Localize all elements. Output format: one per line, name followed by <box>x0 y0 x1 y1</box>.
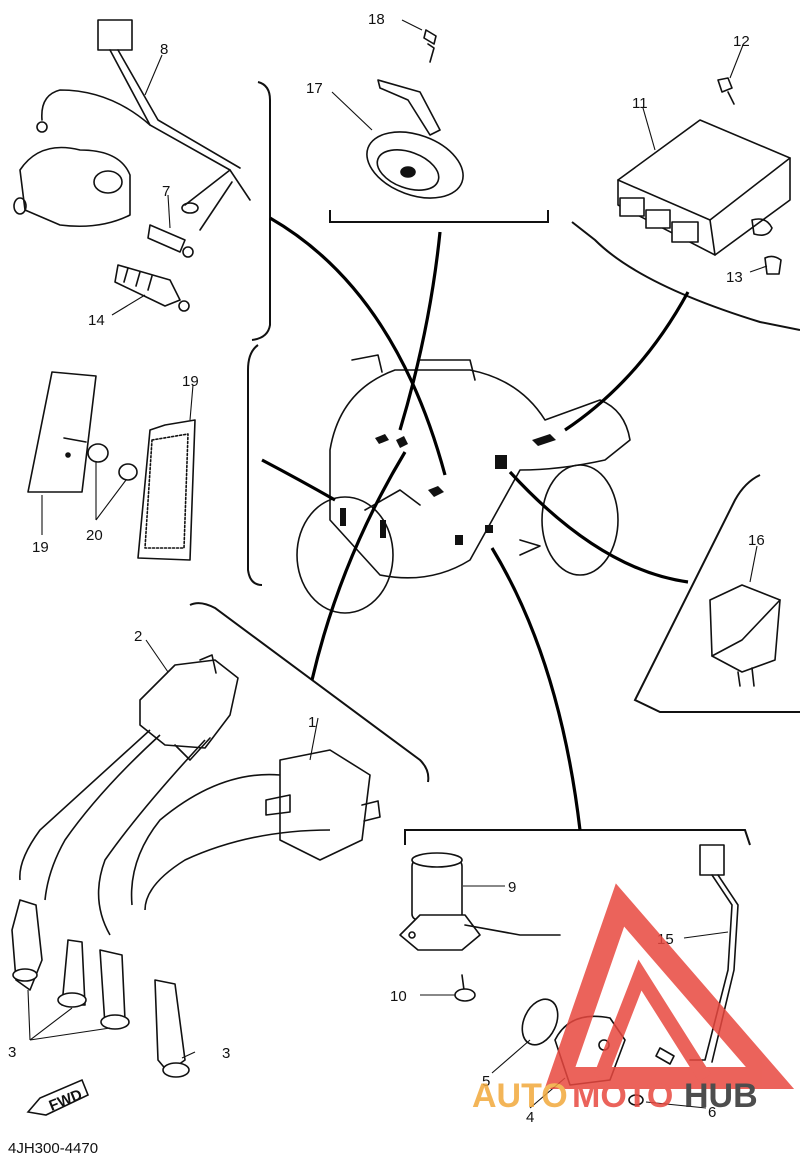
bracket-top-left <box>251 81 271 341</box>
reflector-left <box>27 371 97 493</box>
bolt-10 <box>454 974 476 1002</box>
arrow-ecu <box>564 291 690 432</box>
callout-19-right: 19 <box>182 373 199 390</box>
lead-wire-8 <box>36 19 251 231</box>
callout-19-left: 19 <box>32 539 49 556</box>
o-ring-5 <box>521 998 559 1046</box>
arrow-starter-switch <box>269 216 447 476</box>
plug-cap-4 <box>154 979 190 1078</box>
ignition-coil-2 <box>139 654 239 761</box>
arrow-reflector <box>261 458 336 502</box>
bracket-coil <box>189 602 430 783</box>
arrow-relay <box>508 470 689 584</box>
spark-plug-leads <box>19 729 331 936</box>
callout-18: 18 <box>368 11 385 28</box>
switch-14 <box>114 264 190 312</box>
ignitor-unit <box>617 119 791 256</box>
callout-8: 8 <box>160 41 168 58</box>
callout-3-left: 3 <box>8 1044 16 1061</box>
fwd-label: FWD <box>47 1086 85 1115</box>
bolt-6 <box>628 1047 675 1106</box>
sensor-9 <box>399 852 561 951</box>
callout-16: 16 <box>748 532 765 549</box>
mounting-location-marks <box>340 434 556 545</box>
callout-20: 20 <box>86 527 103 544</box>
motorcycle-outline <box>296 354 631 614</box>
callout-2: 2 <box>134 628 142 645</box>
callout-14: 14 <box>88 312 105 329</box>
watermark-moto: MOTO <box>572 1077 673 1115</box>
watermark-logo: AUTO MOTO HUB <box>472 883 795 1115</box>
bolt-18 <box>423 29 437 63</box>
relay <box>709 584 781 687</box>
bracket-reflector <box>247 344 263 586</box>
callout-17: 17 <box>306 80 323 97</box>
switch-7 <box>147 224 194 258</box>
plug-cap-2 <box>57 939 87 1008</box>
watermark-triangle <box>544 883 795 1089</box>
diagram-code: 4JH300-4470 <box>8 1140 98 1157</box>
callout-13: 13 <box>726 269 743 286</box>
callout-6: 6 <box>708 1104 716 1121</box>
arrow-horn <box>398 231 442 431</box>
callout-1: 1 <box>308 714 316 731</box>
ignition-coil-1 <box>265 749 381 861</box>
nuts-20 <box>63 437 138 481</box>
arrow-coil <box>310 451 407 681</box>
callout-10: 10 <box>390 988 407 1005</box>
watermark-auto: AUTO <box>472 1077 568 1115</box>
fwd-arrow: FWD <box>26 1078 90 1116</box>
plug-cap-3 <box>99 949 130 1030</box>
bracket-relay <box>633 474 800 713</box>
leader-lines <box>27 19 768 1109</box>
horn <box>366 79 464 199</box>
callout-4: 4 <box>526 1109 534 1126</box>
watermark-hub: HUB <box>684 1077 758 1115</box>
callout-3-right: 3 <box>222 1045 230 1062</box>
callout-9: 9 <box>508 879 516 896</box>
callout-12: 12 <box>733 33 750 50</box>
bracket-horn <box>329 210 549 223</box>
callout-5: 5 <box>482 1073 490 1090</box>
bracket-bottom-right <box>404 829 751 846</box>
screw-12 <box>717 77 735 105</box>
plug-cap-1 <box>11 899 43 991</box>
neutral-switch-housing <box>13 146 131 228</box>
reflector-right <box>137 419 196 561</box>
arrow-sensor <box>490 547 582 831</box>
grommet-13 <box>764 255 782 275</box>
callout-11: 11 <box>632 95 648 112</box>
callout-numbers: 18 17 12 11 13 8 7 14 19 19 20 16 2 1 3 … <box>8 11 765 1126</box>
bracket-ecu <box>571 221 800 331</box>
callout-7: 7 <box>162 183 170 200</box>
